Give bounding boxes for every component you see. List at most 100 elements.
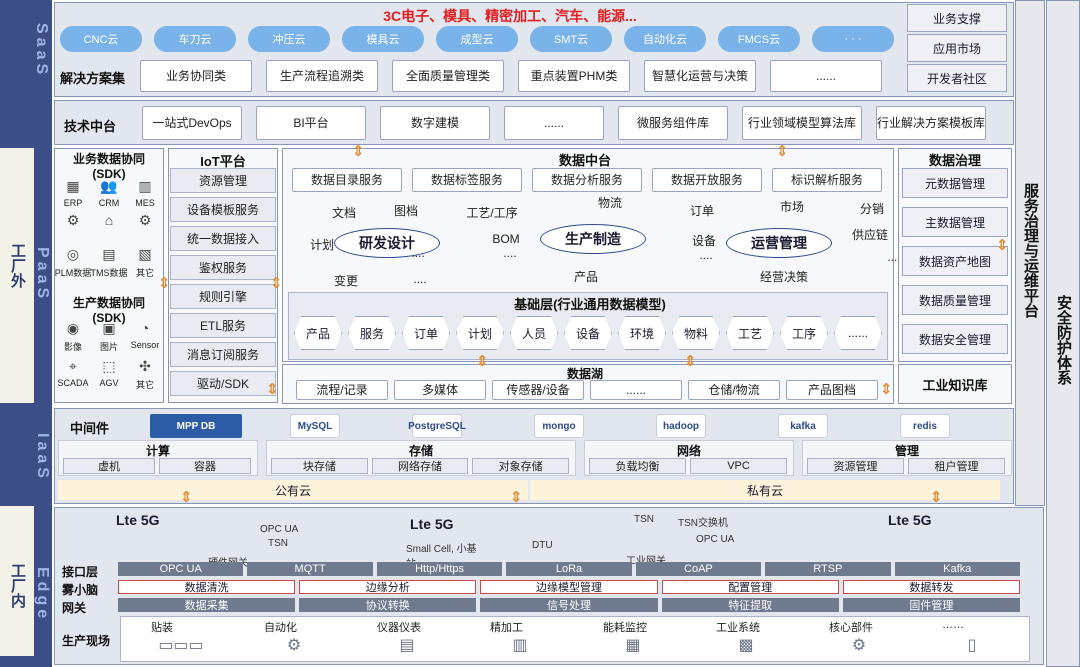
data-web-word: .... xyxy=(503,246,517,260)
data-web-word: 文档 xyxy=(331,206,356,220)
site-item-label: 工业系统 xyxy=(716,622,760,634)
base-item: 服务 xyxy=(348,316,396,350)
prod-sdk-icon: ⌖ xyxy=(69,358,77,374)
prod-sdk-icon: ▣ xyxy=(102,320,116,336)
iface-label: 接口层 xyxy=(62,565,99,579)
iface-item: OPC UA xyxy=(118,562,244,576)
data-service-item: 数据分析服务 xyxy=(532,168,642,192)
tech-item: ...... xyxy=(504,106,604,140)
middleware-logo: MySQL xyxy=(290,414,340,438)
site-item-label: 能耗监控 xyxy=(603,622,647,634)
knowledge-base: 工业知识库 xyxy=(898,364,1012,404)
edge-device-label: TSN xyxy=(634,514,654,525)
public-cloud-bar: 公有云 xyxy=(58,480,528,500)
tech-item: 一站式DevOps xyxy=(142,106,242,140)
fog-row: 数据清洗边缘分析边缘模型管理配置管理数据转发 xyxy=(118,580,1024,594)
data-web-word: 产品 xyxy=(573,270,598,284)
iaas-group-item: 对象存储 xyxy=(472,458,569,474)
base-layer-title: 基础层(行业通用数据模型) xyxy=(514,297,666,312)
saas-cloud-item: FMCS云 xyxy=(718,26,800,52)
base-item: 产品 xyxy=(294,316,342,350)
biz-sdk-icon: ⌂ xyxy=(104,212,114,228)
gw-item: 协议转换 xyxy=(299,598,477,612)
data-web-word: 订单 xyxy=(689,204,714,218)
iaas-group-item: 负载均衡 xyxy=(589,458,686,474)
data-web-word: 物流 xyxy=(597,196,622,210)
data-web-word: 工艺/工序 xyxy=(466,206,518,220)
saas-right-column: 业务支撑应用市场开发者社区 xyxy=(907,4,1007,94)
lake-item: 流程/记录 xyxy=(296,380,388,400)
iot-item: ETL服务 xyxy=(170,313,276,338)
saas-label: SaaS xyxy=(33,23,50,79)
saas-cloud-item: CNC云 xyxy=(60,26,142,52)
site-row: 贴装▭▭▭自动化⚙仪器仪表▤精加工▥能耗监控▦工业系统▩核心部件⚙……▯ xyxy=(120,616,1030,662)
data-web-word: 分销 xyxy=(859,202,884,216)
site-item-label: 贴装 xyxy=(151,622,173,634)
gw-item: 特征提取 xyxy=(661,598,839,612)
data-web-word: 图档 xyxy=(393,204,418,218)
base-item: 订单 xyxy=(402,316,450,350)
service-platform-label: 服务治理与运维平台 xyxy=(1022,182,1039,318)
prod-sdk-icon-label: AGV xyxy=(99,378,119,388)
edge-device-label: DTU xyxy=(532,540,553,551)
data-service-item: 数据标签服务 xyxy=(412,168,522,192)
edge-device-label: OPC UA xyxy=(260,524,299,535)
gw-label: 网关 xyxy=(62,601,87,615)
biz-sdk-icon: ▥ xyxy=(138,178,152,194)
iot-item: 规则引擎 xyxy=(170,284,276,309)
biz-sdk-icon-label: PLM数据 xyxy=(54,268,92,278)
biz-sdk-icon: ⚙ xyxy=(138,212,152,228)
iot-title: IoT平台 xyxy=(200,154,246,169)
data-web-word: 经营决策 xyxy=(759,270,808,284)
base-item: ...... xyxy=(834,316,882,350)
iot-item: 统一数据接入 xyxy=(170,226,276,251)
gw-item: 固件管理 xyxy=(842,598,1020,612)
iot-item: 资源管理 xyxy=(170,168,276,193)
biz-sdk-title: 业务数据协同(SDK) xyxy=(72,152,145,181)
prod-sdk-icon-label: 其它 xyxy=(135,380,154,390)
governance-item: 主数据管理 xyxy=(902,207,1008,237)
solutions-row-label: 解决方案集 xyxy=(60,71,126,86)
data-oval: 研发设计 xyxy=(334,228,440,258)
base-item: 计划 xyxy=(456,316,504,350)
governance-item: 数据安全管理 xyxy=(902,324,1008,354)
prod-sdk-icon-label: SCADA xyxy=(57,378,89,388)
iaas-group-title: 计算 xyxy=(145,444,170,458)
base-item: 物料 xyxy=(672,316,720,350)
iaas-group-item: 租户管理 xyxy=(908,458,1005,474)
prod-sdk-icon-label: Sensor xyxy=(130,340,160,350)
solutions-row: 业务协同类生产流程追溯类全面质量管理类重点装置PHM类智慧化运营与决策.....… xyxy=(140,58,900,94)
prod-sdk-title: 生产数据协同(SDK) xyxy=(72,296,145,325)
site-item-label: 核心部件 xyxy=(829,622,873,634)
iot-item: 驱动/SDK xyxy=(170,371,276,396)
fog-item: 边缘分析 xyxy=(299,580,477,594)
saas-right-item: 应用市场 xyxy=(907,34,1007,62)
saas-cloud-item: 成型云 xyxy=(436,26,518,52)
biz-sdk-icon: ⚙ xyxy=(66,212,80,228)
security-label: 安全防护体系 xyxy=(1055,295,1072,385)
fog-label: 雾小脑 xyxy=(62,583,99,597)
edge-device-label: TSN交换机 xyxy=(678,518,728,529)
governance-item: 元数据管理 xyxy=(902,168,1008,198)
middleware-logo: redis xyxy=(900,414,950,438)
base-item: 工艺 xyxy=(726,316,774,350)
site-item-icon: ▥ xyxy=(512,637,528,654)
tech-label: 技术中台 xyxy=(64,119,117,134)
tech-item: 行业领域模型算法库 xyxy=(742,106,862,140)
iaas-group-item: 资源管理 xyxy=(807,458,904,474)
data-services: 数据目录服务数据标签服务数据分析服务数据开放服务标识解析服务 xyxy=(292,168,886,194)
site-item-label: …… xyxy=(942,619,964,631)
governance-item: 数据资产地图 xyxy=(902,246,1008,276)
fog-item: 配置管理 xyxy=(661,580,839,594)
saas-right-item: 开发者社区 xyxy=(907,64,1007,92)
iface-item: LoRa xyxy=(506,562,632,576)
edge-device-label: Lte 5G xyxy=(116,512,160,528)
fog-item: 边缘模型管理 xyxy=(480,580,658,594)
gw-item: 信号处理 xyxy=(480,598,658,612)
middleware-logo: PostgreSQL xyxy=(408,414,466,438)
saas-cloud-item: 车刀云 xyxy=(154,26,236,52)
edge-label: Edge xyxy=(34,567,51,623)
